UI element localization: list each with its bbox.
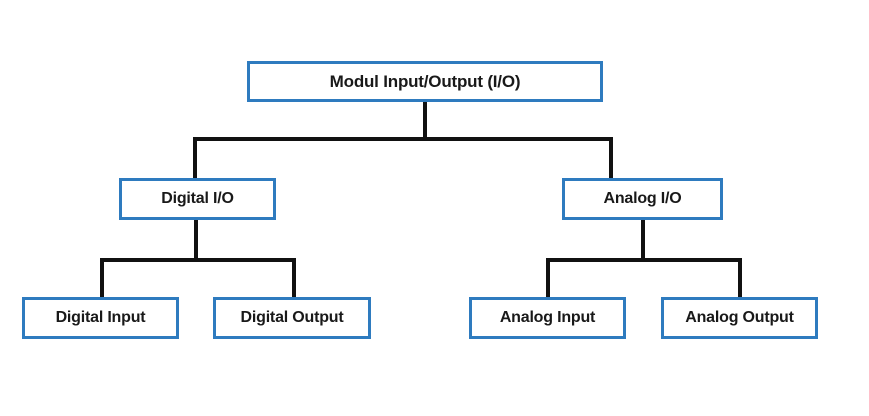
- connector-drop-analog-output: [738, 258, 742, 299]
- node-analog-input[interactable]: Analog Input: [469, 297, 626, 339]
- connector-drop-digital-output: [292, 258, 296, 299]
- connector-analog-bus: [546, 258, 742, 262]
- node-digital-io[interactable]: Digital I/O: [119, 178, 276, 220]
- node-label-digital-output: Digital Output: [240, 309, 344, 326]
- node-label-digital-input: Digital Input: [55, 309, 146, 326]
- node-label-analog-output: Analog Output: [685, 309, 794, 326]
- node-label-analog-input: Analog Input: [499, 309, 596, 326]
- node-label-digital-io: Digital I/O: [161, 190, 234, 207]
- node-digital-input[interactable]: Digital Input: [22, 297, 179, 339]
- connector-analog-io-stem: [641, 219, 645, 261]
- connector-drop-analog-input: [546, 258, 550, 299]
- connector-digital-io-stem: [194, 219, 198, 261]
- node-analog-output[interactable]: Analog Output: [661, 297, 818, 339]
- connector-main-bus: [193, 137, 613, 141]
- node-digital-output[interactable]: Digital Output: [213, 297, 371, 339]
- connector-root-stem: [423, 101, 427, 141]
- node-label-modul-input-output: Modul Input/Output (I/O): [329, 72, 521, 91]
- connector-drop-analog-io: [609, 137, 613, 180]
- node-analog-io[interactable]: Analog I/O: [562, 178, 723, 220]
- connector-digital-bus: [100, 258, 296, 262]
- connector-drop-digital-input: [100, 258, 104, 299]
- node-label-analog-io: Analog I/O: [603, 190, 682, 207]
- connector-drop-digital-io: [193, 137, 197, 180]
- node-modul-input-output[interactable]: Modul Input/Output (I/O): [247, 61, 603, 102]
